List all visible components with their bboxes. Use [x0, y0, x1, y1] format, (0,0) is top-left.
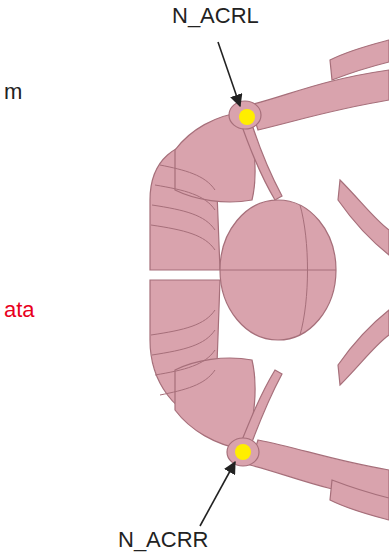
node-name-label: N_ACRR	[118, 528, 208, 552]
node-name-label: N_ACRL	[172, 4, 259, 28]
partial-text: m	[4, 80, 22, 104]
partial-text: ata	[4, 298, 35, 322]
